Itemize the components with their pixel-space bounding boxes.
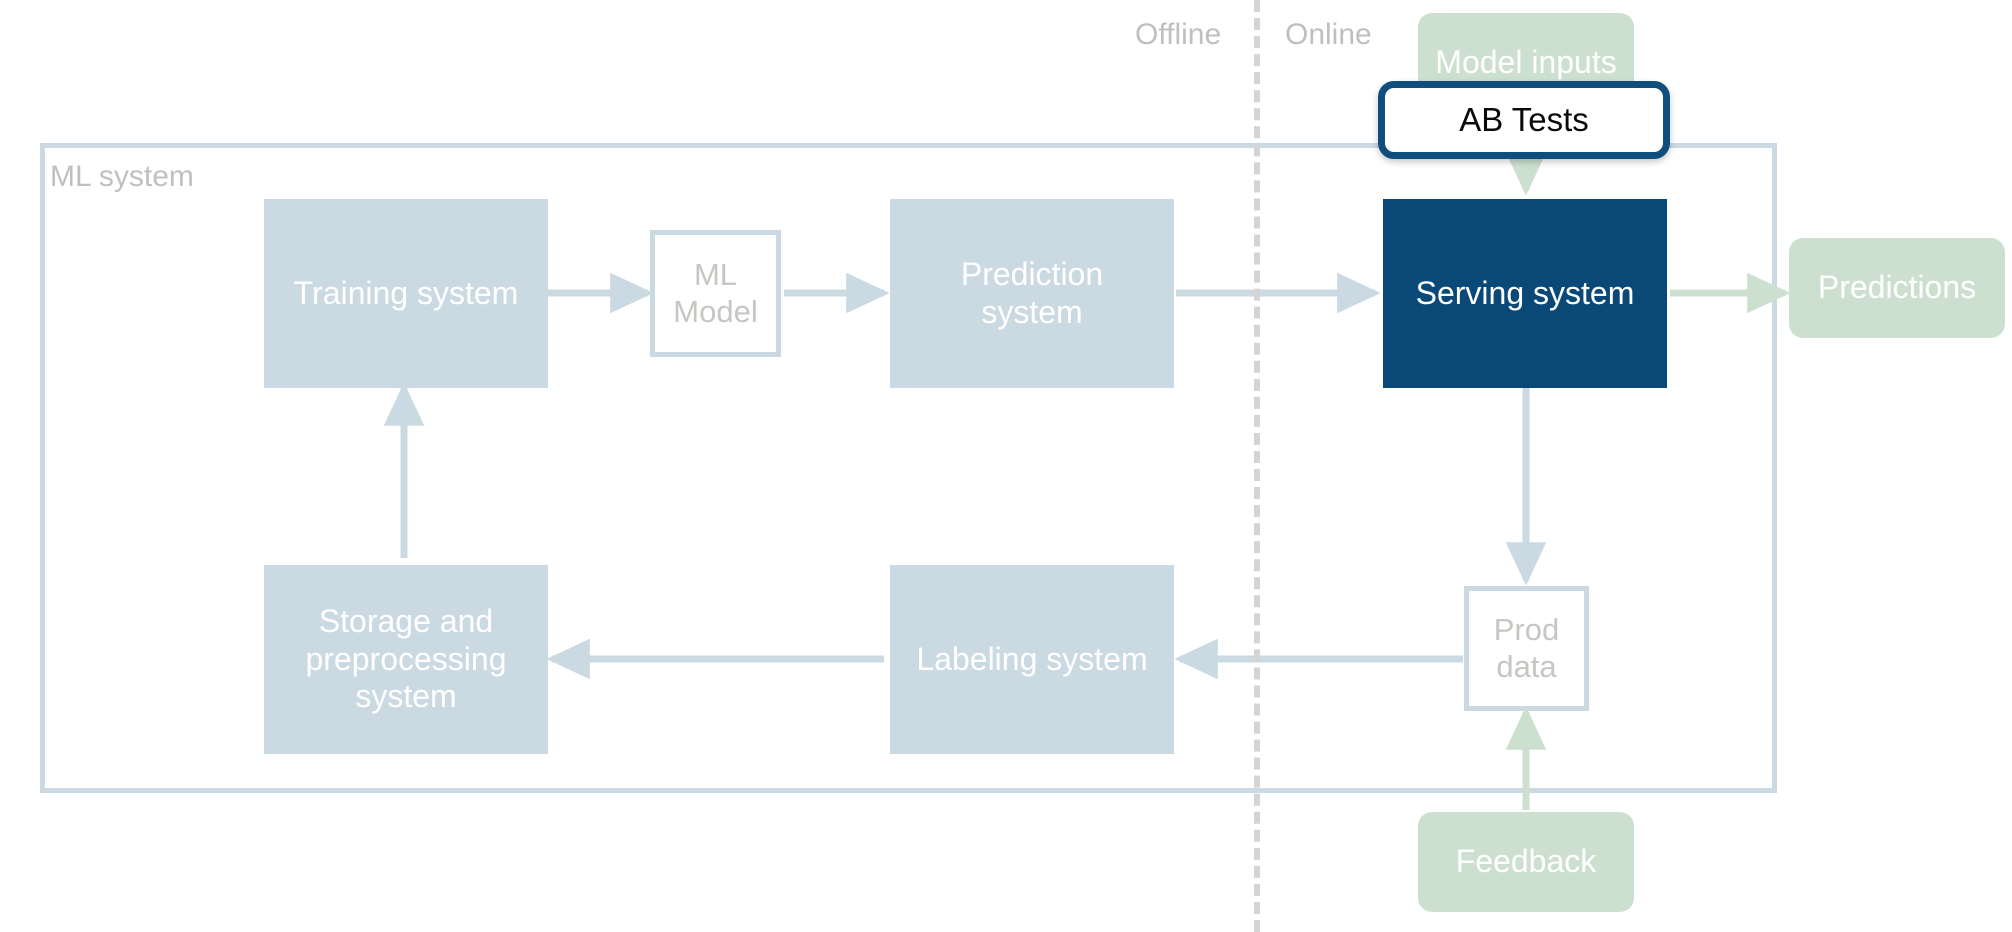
node-label-prediction-system-line1: Prediction — [960, 255, 1104, 292]
ml-system-container — [40, 143, 1777, 793]
node-label-labeling-system: Labeling system — [916, 640, 1148, 677]
node-prediction-system[interactable]: Prediction system — [890, 199, 1174, 388]
node-label-ml-model-line2: Model — [673, 293, 758, 329]
offline-online-divider — [1254, 0, 1260, 932]
node-label-storage-line1: Storage and — [318, 602, 494, 639]
node-label-storage-line2: preprocessing — [305, 640, 507, 677]
node-label-prediction-system-line2: system — [981, 293, 1083, 330]
node-label-model-inputs: Model inputs — [1435, 44, 1617, 81]
node-label-predictions: Predictions — [1817, 269, 1977, 306]
node-label-feedback: Feedback — [1455, 843, 1597, 880]
node-serving-system[interactable]: Serving system — [1383, 199, 1667, 388]
node-label-serving-system: Serving system — [1415, 274, 1635, 311]
node-label-storage-line3: system — [355, 678, 457, 715]
node-storage-system[interactable]: Storage and preprocessing system — [264, 565, 548, 754]
node-labeling-system[interactable]: Labeling system — [890, 565, 1174, 754]
ml-system-label: ML system — [50, 160, 194, 193]
node-prod-data[interactable]: Prod data — [1464, 586, 1589, 711]
phase-label-offline: Offline — [1135, 18, 1222, 51]
node-label-ab-tests: AB Tests — [1459, 100, 1589, 138]
node-feedback[interactable]: Feedback — [1418, 812, 1634, 912]
node-label-prod-data-line2: data — [1496, 648, 1557, 684]
node-label-ml-model-line1: ML — [693, 256, 738, 292]
phase-label-online: Online — [1285, 18, 1372, 51]
node-predictions[interactable]: Predictions — [1789, 238, 2005, 338]
node-training-system[interactable]: Training system — [264, 199, 548, 388]
node-label-prod-data-line1: Prod — [1493, 611, 1560, 647]
node-ab-tests[interactable]: AB Tests — [1378, 81, 1670, 159]
node-label-training-system: Training system — [293, 274, 519, 311]
node-ml-model[interactable]: ML Model — [650, 230, 781, 357]
